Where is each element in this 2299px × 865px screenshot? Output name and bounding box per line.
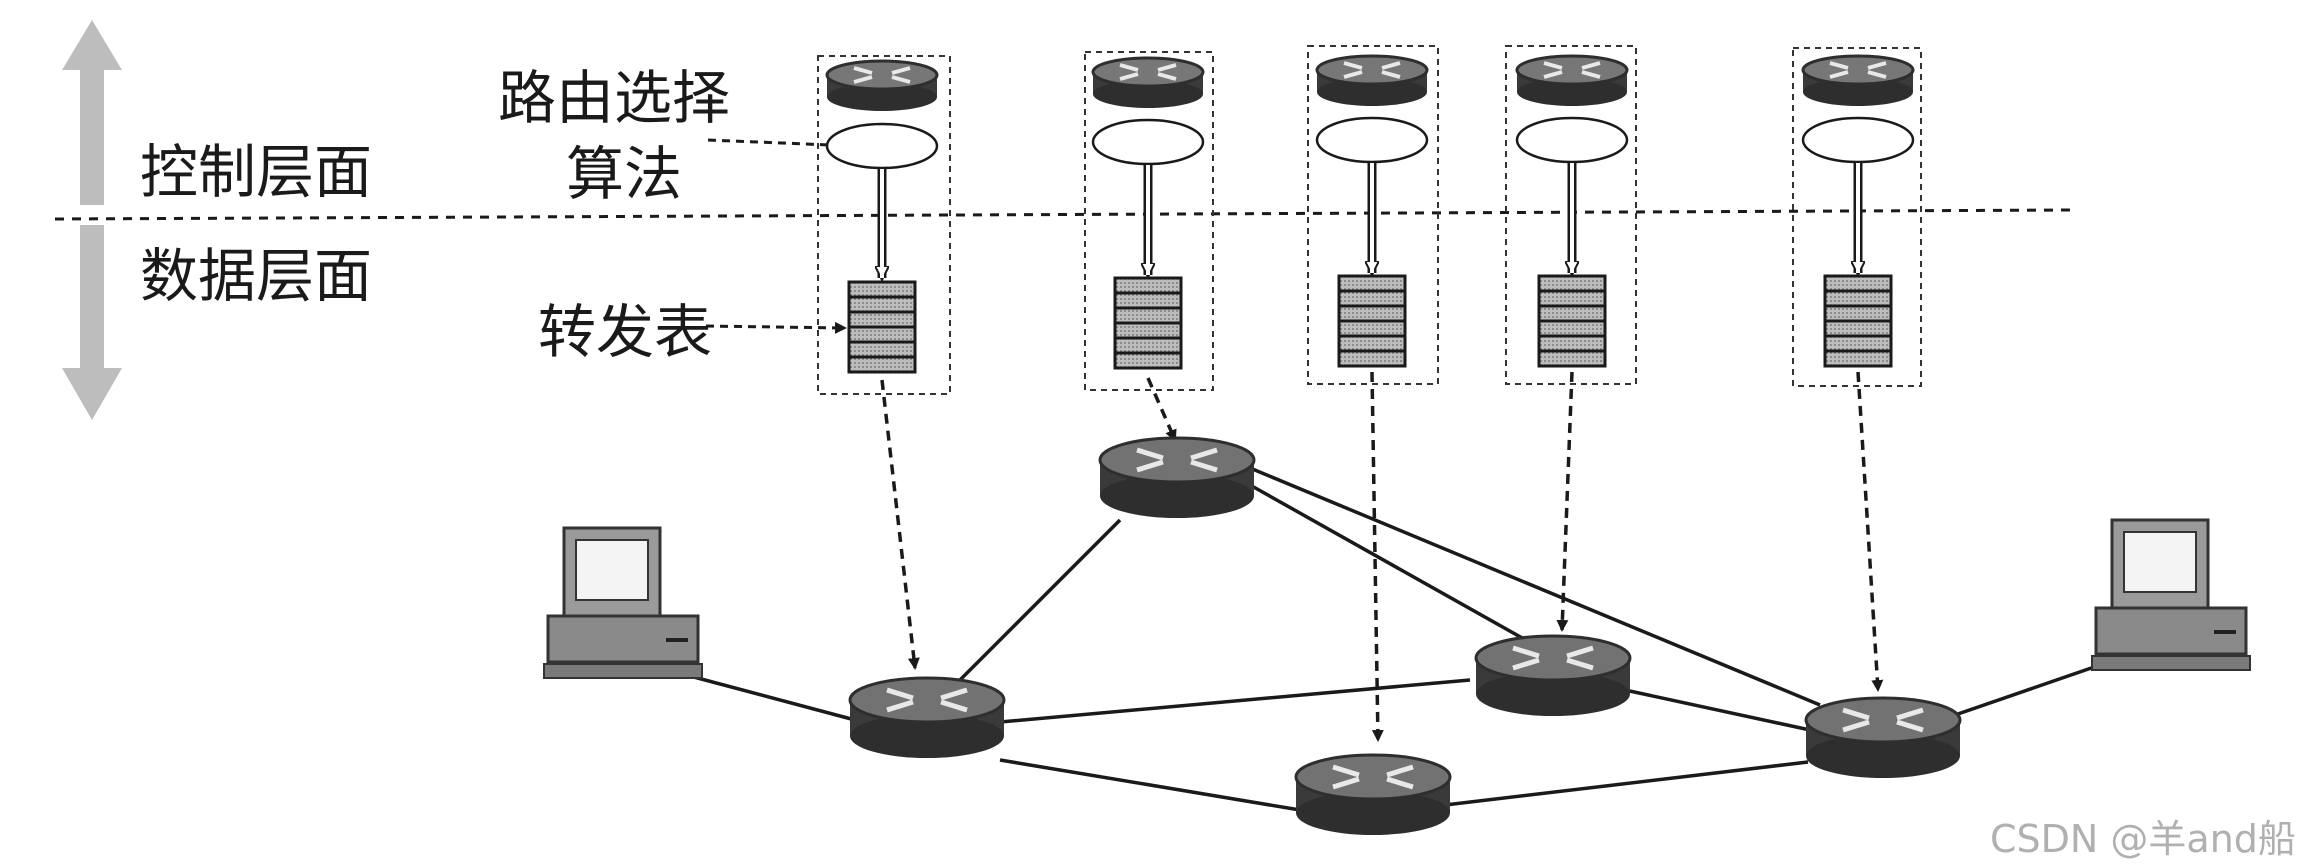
network-links — [689, 466, 2101, 812]
ellipse-icon — [1801, 116, 1915, 164]
control-plane-label: 控制层面 — [140, 138, 372, 206]
router-icon — [1806, 698, 1960, 778]
table-icon — [1537, 274, 1607, 368]
router-icon — [850, 678, 1004, 758]
router-icon — [825, 59, 939, 113]
router-icon — [1476, 636, 1630, 716]
table-icon — [847, 280, 917, 374]
table-to-router-arrows — [880, 371, 1884, 742]
table-icon — [1113, 276, 1183, 370]
computer-icon — [2090, 518, 2252, 672]
ellipse-icon — [1515, 116, 1629, 164]
control-unit — [1084, 51, 1214, 391]
router-icon — [1091, 56, 1205, 110]
router-icon — [1801, 54, 1915, 108]
table-icon — [1337, 274, 1407, 368]
control-unit — [1307, 45, 1439, 385]
router-icon — [1515, 54, 1629, 108]
routing-algorithm-pointer — [707, 138, 857, 152]
data-plane-label: 数据层面 — [140, 242, 372, 310]
forwarding-table-label: 转发表 — [538, 298, 712, 366]
routing-algorithm-label-line2: 算法 — [566, 140, 682, 208]
forwarding-table-pointer — [705, 321, 847, 334]
control-unit — [1792, 47, 1922, 387]
router-icon — [1296, 755, 1450, 835]
computer-icon — [542, 526, 704, 680]
ellipse-icon — [825, 122, 939, 170]
watermark: CSDN @羊and船 — [1990, 817, 2296, 861]
routing-algorithm-label-line1: 路由选择 — [498, 64, 730, 132]
ellipse-icon — [1315, 116, 1429, 164]
plane-separator-line — [54, 208, 2076, 221]
table-icon — [1823, 274, 1893, 368]
control-unit — [1505, 45, 1637, 385]
control-unit — [817, 55, 951, 395]
plane-scope-arrow — [62, 20, 122, 420]
router-icon — [1315, 54, 1429, 108]
router-icon — [1100, 438, 1254, 518]
ellipse-icon — [1091, 118, 1205, 166]
